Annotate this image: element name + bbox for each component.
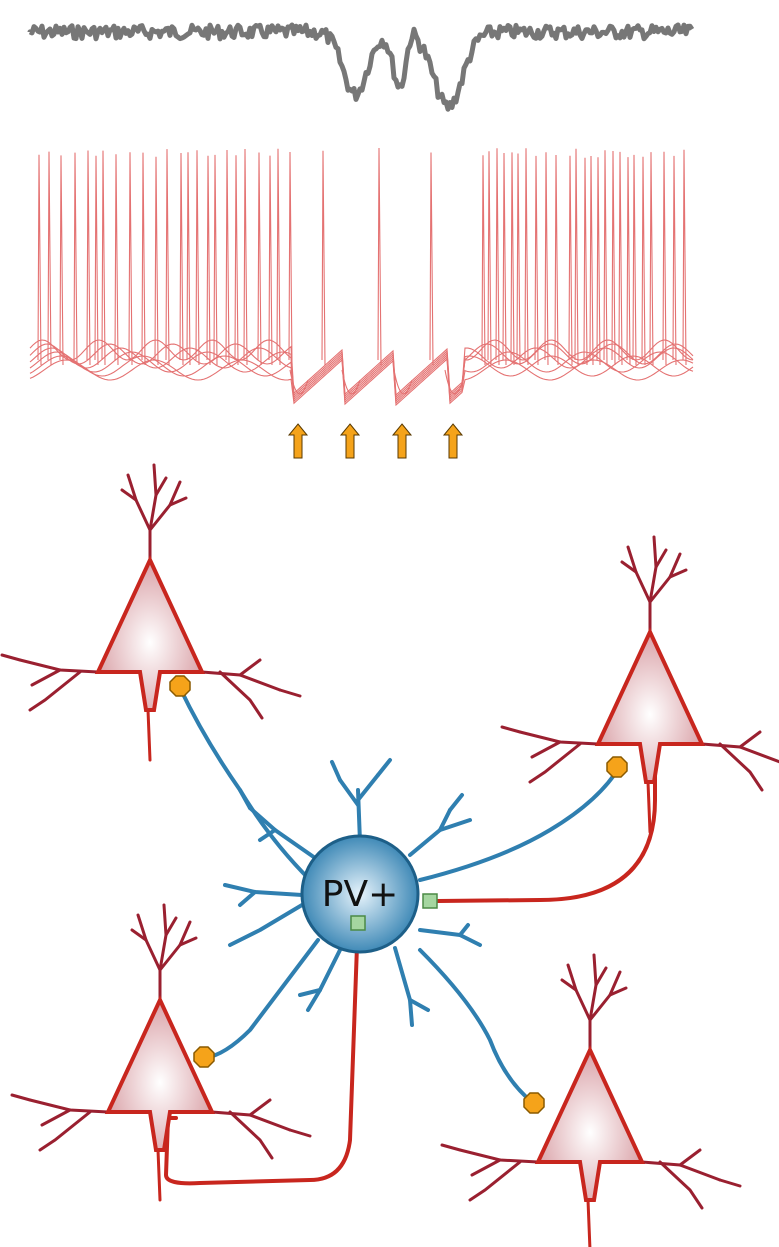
up-arrow-icon [444,424,462,458]
spike [214,155,217,365]
lfp-trace [30,25,692,109]
synapse-bottom-left [194,1047,214,1067]
spike [569,156,572,365]
spike [187,152,190,365]
spike [378,148,381,365]
spike [207,156,210,365]
spike [129,152,132,365]
pyramidal-cell-bottom-left [12,905,310,1200]
spike [597,157,600,365]
spike [482,155,485,365]
spike [226,150,229,365]
spike [488,151,491,365]
spike [673,156,676,365]
spike [663,152,666,365]
spike [322,151,325,365]
spike [575,149,578,365]
spike [60,155,63,365]
spike [48,152,51,365]
spike [633,155,636,365]
spike [95,156,98,365]
pyramidal-cell-top-left [2,465,300,760]
spike [142,153,145,365]
membrane-trace [30,359,693,405]
pv-label: PV+ [322,874,399,915]
spike-traces [30,148,693,405]
spike [38,155,41,365]
spike [258,153,261,366]
synapse-top-right [607,757,627,777]
spike [155,157,158,365]
pyramidal-soma [538,1050,642,1200]
pyramidal-cell-bottom-right [442,955,740,1247]
pyramidal-cell-top-right [502,537,779,832]
spike [235,155,238,365]
spike [517,154,520,366]
pyramidal-soma [108,1000,212,1150]
synapse-bottom-right [524,1093,544,1113]
spike [642,157,645,365]
pv-synapse-right [423,894,437,908]
spike [525,148,528,365]
spike [74,153,77,365]
spike [612,151,615,365]
spike [627,157,630,365]
pv-synapse-bottom [351,916,365,930]
spike [545,152,548,365]
spike [604,150,607,365]
spike [277,149,280,365]
spike [87,151,90,366]
spike [683,150,686,365]
spike [496,148,499,365]
spike [102,151,105,365]
spike [196,150,199,365]
spike [180,153,183,365]
up-arrow-icon [289,424,307,458]
inhibition-arrows [289,424,462,458]
spike [115,154,118,365]
spike [511,152,514,365]
spike [650,152,653,365]
spike [503,153,506,365]
up-arrow-icon [393,424,411,458]
spike [269,156,272,365]
spike [430,153,433,366]
spike [244,149,247,365]
spike [535,156,538,365]
synapse-top-left [170,676,190,696]
spike [166,149,169,365]
spike [590,156,593,365]
spike [619,152,622,365]
spike [584,158,587,365]
spike [555,155,558,365]
up-arrow-icon [341,424,359,458]
spike [289,152,292,365]
